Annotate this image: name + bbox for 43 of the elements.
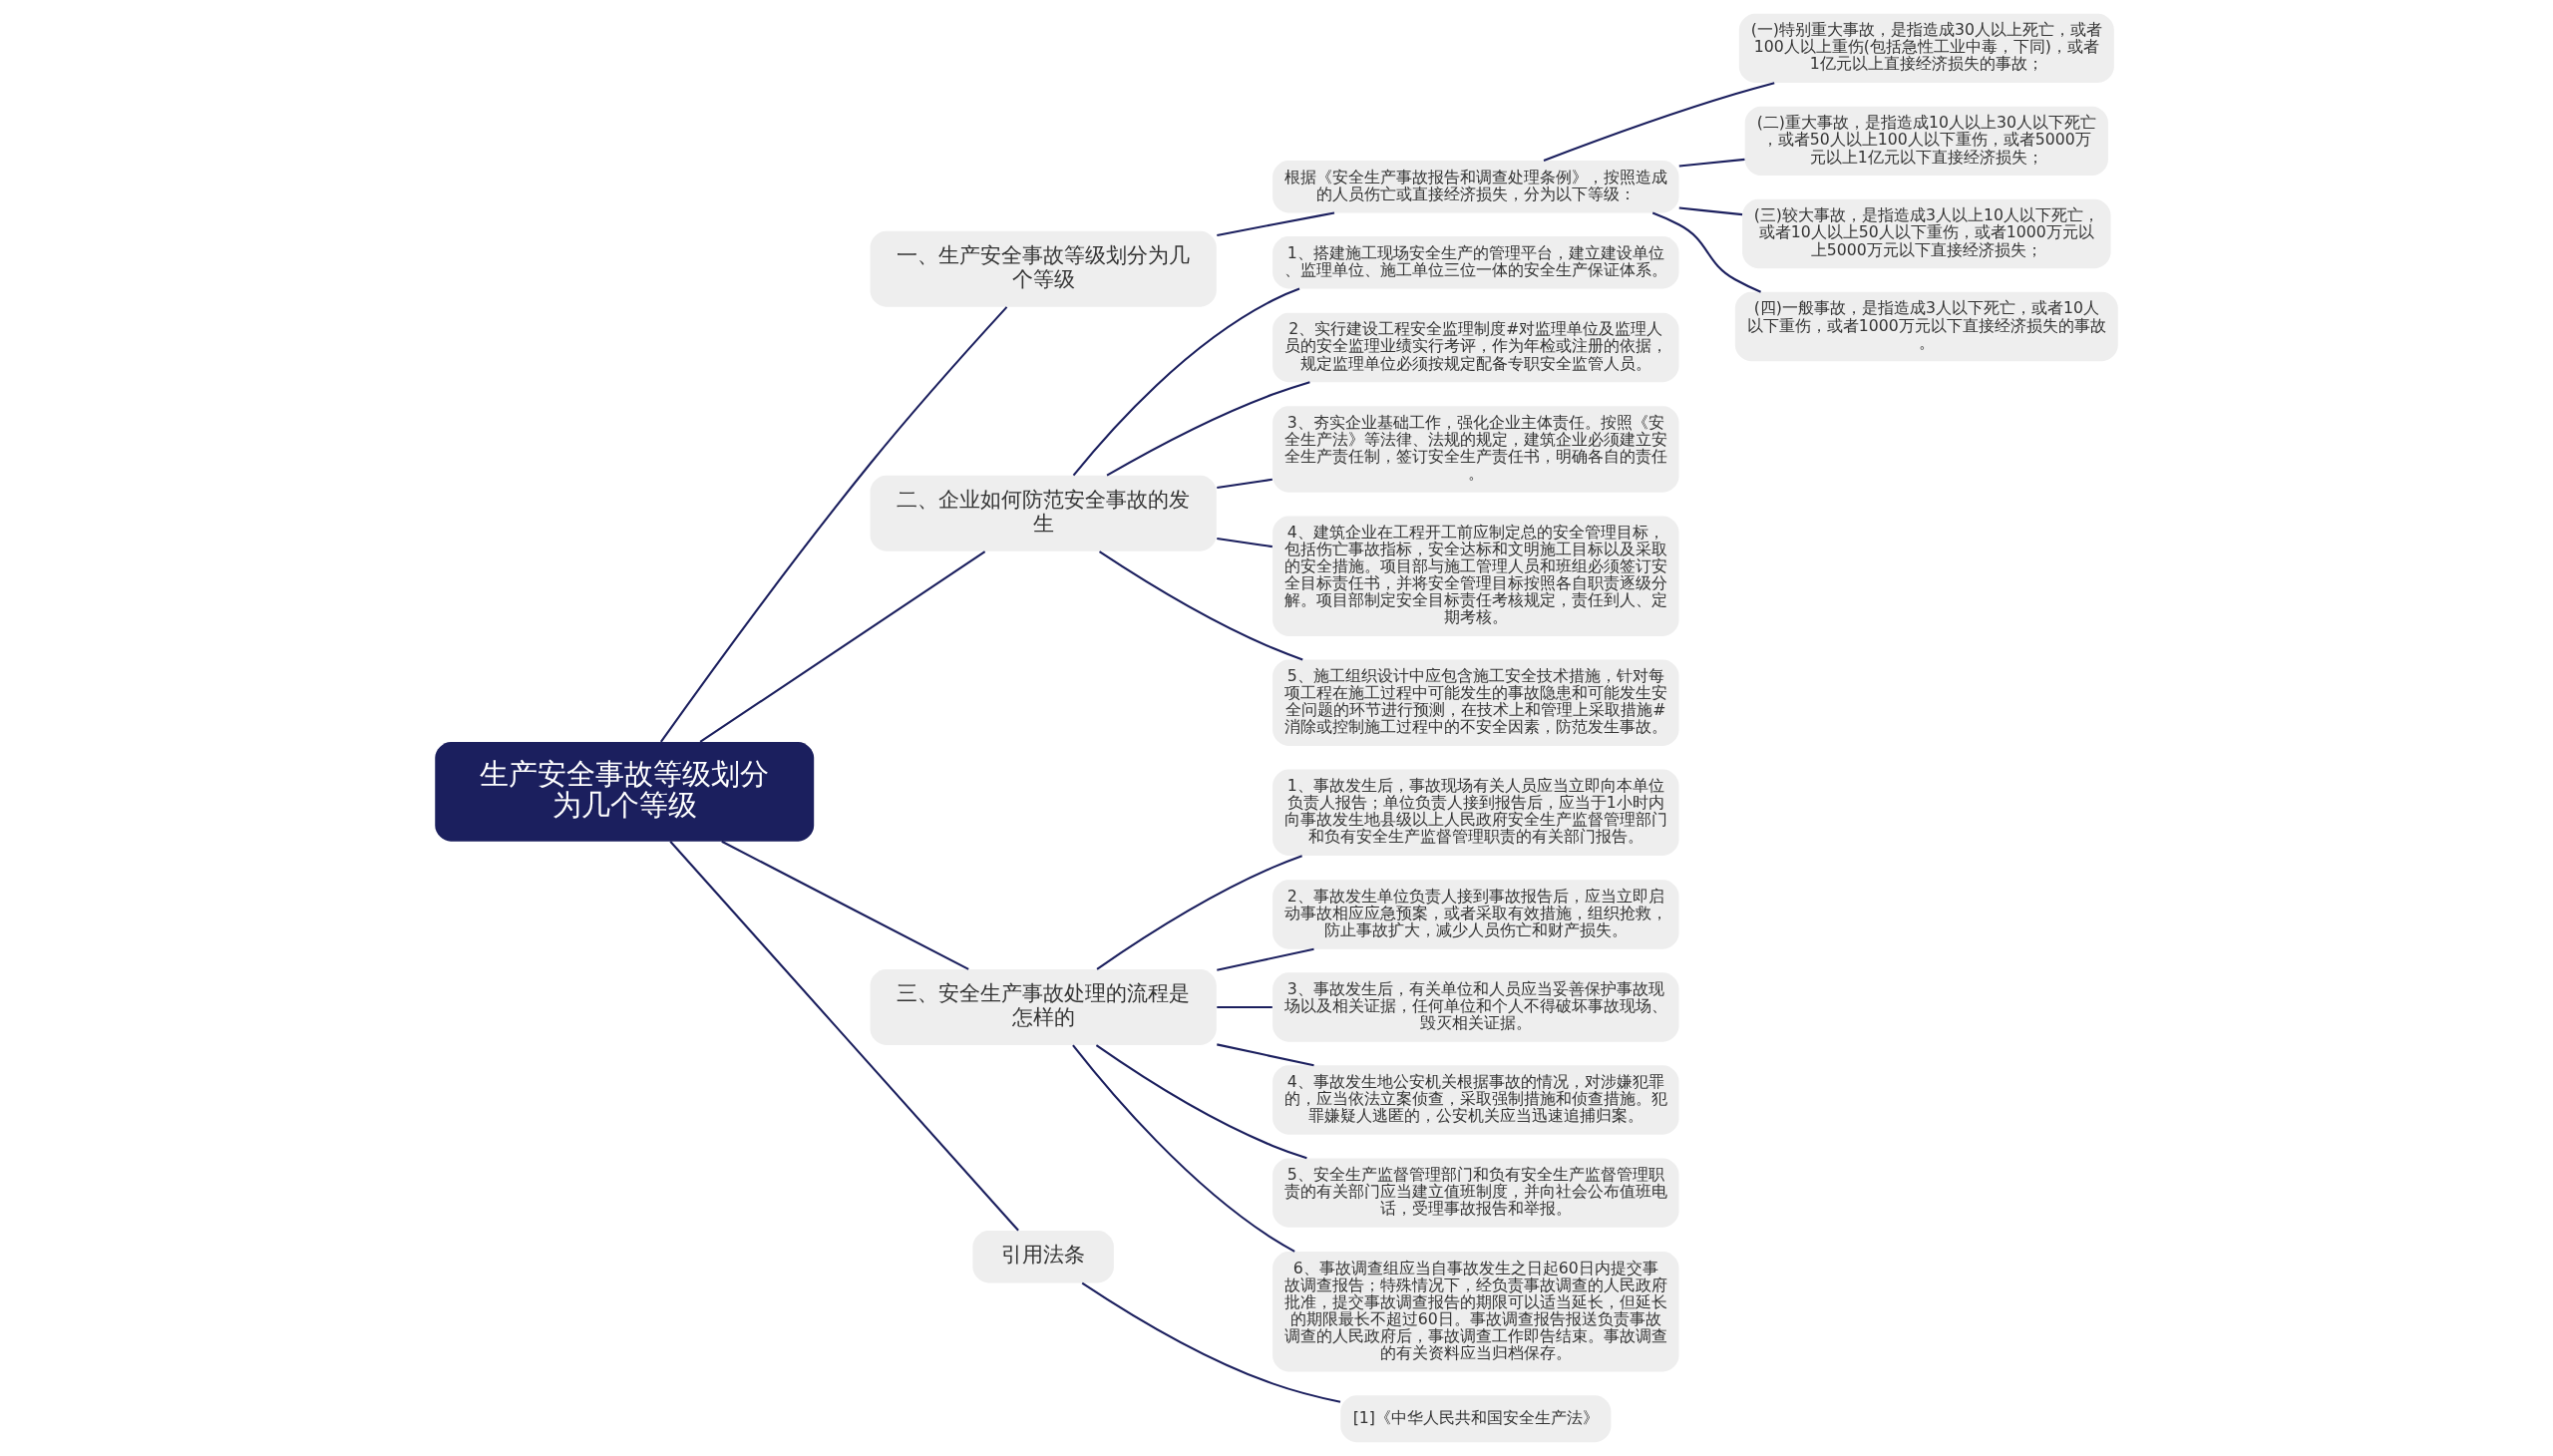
node-box: 3、事故发生后，有关单位和人员应当妥善保护事故现场以及相关证据，任何单位和个人不得破坏事故现场、毁灭相关证据。 (1273, 972, 1679, 1042)
node-box: 一、生产安全事故等级划分为几个等级 (870, 230, 1217, 307)
connector (1217, 1006, 1273, 1009)
node-box: 1、搭建施工现场安全生产的管理平台，建立建设单位、监理单位、施工单位三位一体的安全生产保证体系。 (1273, 236, 1679, 289)
node-box: 3、夯实企业基础工作，强化企业主体责任。按照《安全生产法》等法律、法规的规定，建筑企业必须建立安全生产责任制，签订安全生产责任书，明确各自的责任。 (1273, 406, 1679, 493)
node-box: 4、事故发生地公安机关根据事故的情况，对涉嫌犯罪的，应当依法立案侦查，采取强制措施和侦查措施。犯罪嫌疑人逃匿的，公安机关应当迅速追捕归案。 (1273, 1065, 1679, 1135)
connector (699, 550, 986, 743)
connector (1217, 1043, 1314, 1067)
node-box: 生产安全事故等级划分为几个等级 (435, 742, 815, 842)
node-box: 5、安全生产监督管理部门和负有安全生产监督管理职责的有关部门应当建立值班制度，并向社会公布值班电话，受理事故报告和举报。 (1273, 1158, 1679, 1228)
connector (1106, 381, 1310, 477)
node-box: 引用法条 (972, 1231, 1114, 1283)
connector (1217, 947, 1314, 971)
node-box: [1]《中华人民共和国安全生产法》 (1340, 1395, 1612, 1443)
connector (1072, 287, 1300, 477)
connector (1217, 538, 1273, 548)
node-box: (二)重大事故，是指造成10人以上30人以下死亡，或者50人以上100人以下重伤，或者5000万元以上1亿元以下直接经济损失； (1744, 106, 2108, 177)
node-box: (三)较大事故，是指造成3人以上10人以下死亡，或者10人以上50人以下重伤，或者1000万元以上5000万元以下直接经济损失； (1742, 198, 2111, 269)
connector (1081, 1281, 1341, 1403)
connector (721, 840, 969, 970)
node-box: 三、安全生产事故处理的流程是怎样的 (870, 969, 1217, 1046)
node-box: 5、施工组织设计中应包含施工安全技术措施，针对每项工程在施工过程中可能发生的事故隐患和可能发生安全问题的环节进行预测，在技术上和管理上采取措施#消除或控制施工过程中的不安全因素，防范发生事故。 (1273, 659, 1679, 746)
node-box: 根据《安全生产事故报告和调查处理条例》，按照造成的人员伤亡或直接经济损失，分为以下等级： (1273, 161, 1679, 213)
connector (1217, 211, 1335, 236)
connector (1098, 550, 1303, 661)
node-box: (四)一般事故，是指造成3人以下死亡，或者10人以下重伤，或者1000万元以下直接经济损失的事故。 (1734, 291, 2118, 362)
connector (1072, 1044, 1295, 1253)
connector (1678, 206, 1743, 216)
node-box: 1、事故发生后，事故现场有关人员应当立即向本单位负责人报告；单位负责人接到报告后，应当于1小时内向事故发生地县级以上人民政府安全生产监督管理部门和负有安全生产监督管理职责的有关部门报告。 (1273, 769, 1679, 857)
node-box: 4、建筑企业在工程开工前应制定总的安全管理目标，包括伤亡事故指标，安全达标和文明施工目标以及采取的安全措施。项目部与施工管理人员和班组必须签订安全目标责任书，并将安全管理目标按照各自职责逐级分解。项目部制定安全目标责任考核规定，责任到人、定期考核。 (1273, 516, 1679, 636)
node-box: 2、实行建设工程安全监理制度#对监理单位及监理人员的安全监理业绩实行考评，作为年检或注册的依据，规定监理单位必须按规定配备专职安全监管人员。 (1273, 312, 1679, 383)
connector (1096, 855, 1302, 970)
node-box: 2、事故发生单位负责人接到事故报告后，应当立即启动事故相应应急预案，或者采取有效措施，组织抢救，防止事故扩大，减少人员伤亡和财产损失。 (1273, 880, 1679, 949)
connector (1217, 478, 1273, 490)
node-box: (一)特别重大事故，是指造成30人以上死亡，或者100人以上重伤(包括急性工业中毒，下同)，或者1亿元以上直接经济损失的事故； (1738, 13, 2114, 84)
connector (1651, 211, 1761, 293)
connector (669, 841, 1019, 1232)
node-box: 二、企业如何防范安全事故的发生 (870, 475, 1217, 551)
connector (1543, 82, 1775, 162)
connector (1095, 1044, 1307, 1160)
node-box: 6、事故调查组应当自事故发生之日起60日内提交事故调查报告；特殊情况下，经负责事故调查的人民政府批准，提交事故调查报告的期限可以适当延长，但延长的期限最长不超过60日。事故调查报告报送负责事故调查的人民政府后，事故调查工作即告结束。事故调查的有关资料应当归档保存。 (1273, 1252, 1679, 1372)
connector (659, 306, 1008, 743)
connector (1678, 158, 1745, 168)
